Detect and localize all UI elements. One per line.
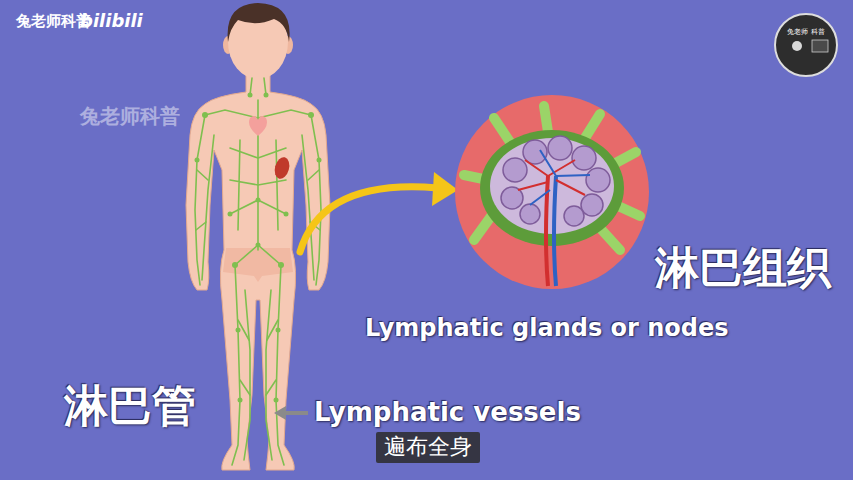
lymph-node-illustration (455, 95, 649, 289)
english-label: Lymphatic vessels (314, 398, 581, 428)
english-label: Lymphatic glands or nodes (365, 315, 729, 343)
logo-text: 兔老师 科普 (787, 28, 824, 36)
pointer-arrow (300, 172, 458, 252)
channel-logo (775, 14, 837, 76)
vessel-title: 淋巴管 (64, 381, 196, 432)
subtitle: 遍布全身 (384, 434, 472, 459)
heart (249, 116, 267, 136)
subtitle-box (376, 432, 480, 463)
spleen (272, 156, 291, 181)
channel-name: 兔老师科普 (16, 13, 91, 30)
lymph-network (195, 78, 321, 465)
watermark: 兔老师科普 (80, 105, 180, 128)
tissue-title: 淋巴组织 (655, 243, 831, 294)
leader-arrow (274, 406, 308, 420)
platform-logo: bilibili (80, 11, 143, 32)
